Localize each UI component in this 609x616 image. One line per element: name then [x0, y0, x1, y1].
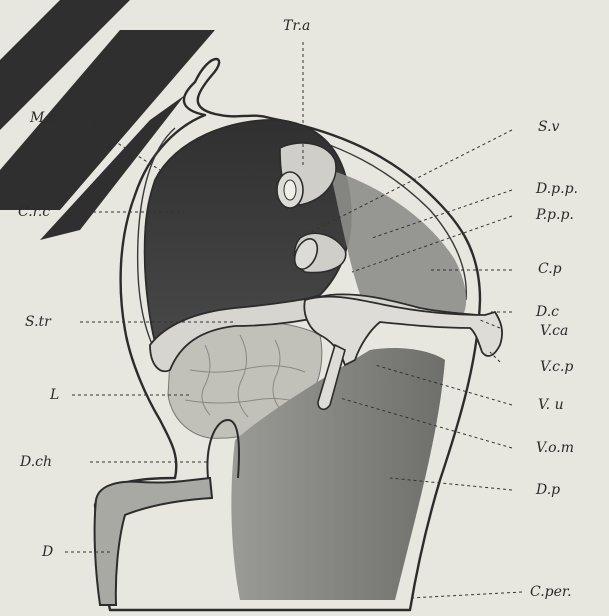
label-v-o-m: V.o.m — [536, 440, 574, 456]
label-m-r: M.r — [29, 110, 57, 126]
label-l: L — [49, 387, 59, 403]
label-d-p: D.p — [535, 482, 560, 498]
label-d-c: D.c — [535, 304, 559, 320]
label-c-p: C.p — [538, 261, 562, 277]
label-v-u: V. u — [538, 397, 564, 413]
label-d-p-p: D.p.p. — [535, 181, 578, 197]
label-v-ca: V.ca — [540, 323, 568, 339]
label-d-ch: D.ch — [19, 454, 52, 470]
label-s-tr: S.tr — [25, 314, 52, 330]
label-tr-a: Tr.a — [283, 18, 310, 34]
duodenum — [95, 478, 212, 605]
label-p-p-p: P.p.p. — [535, 207, 574, 223]
label-d: D — [41, 544, 53, 560]
label-v-c-p: V.c.p — [540, 359, 573, 375]
label-c-per: C.per. — [530, 584, 572, 600]
label-c-r-c: C.r.c — [18, 204, 50, 220]
label-s-v: S.v — [538, 119, 560, 135]
